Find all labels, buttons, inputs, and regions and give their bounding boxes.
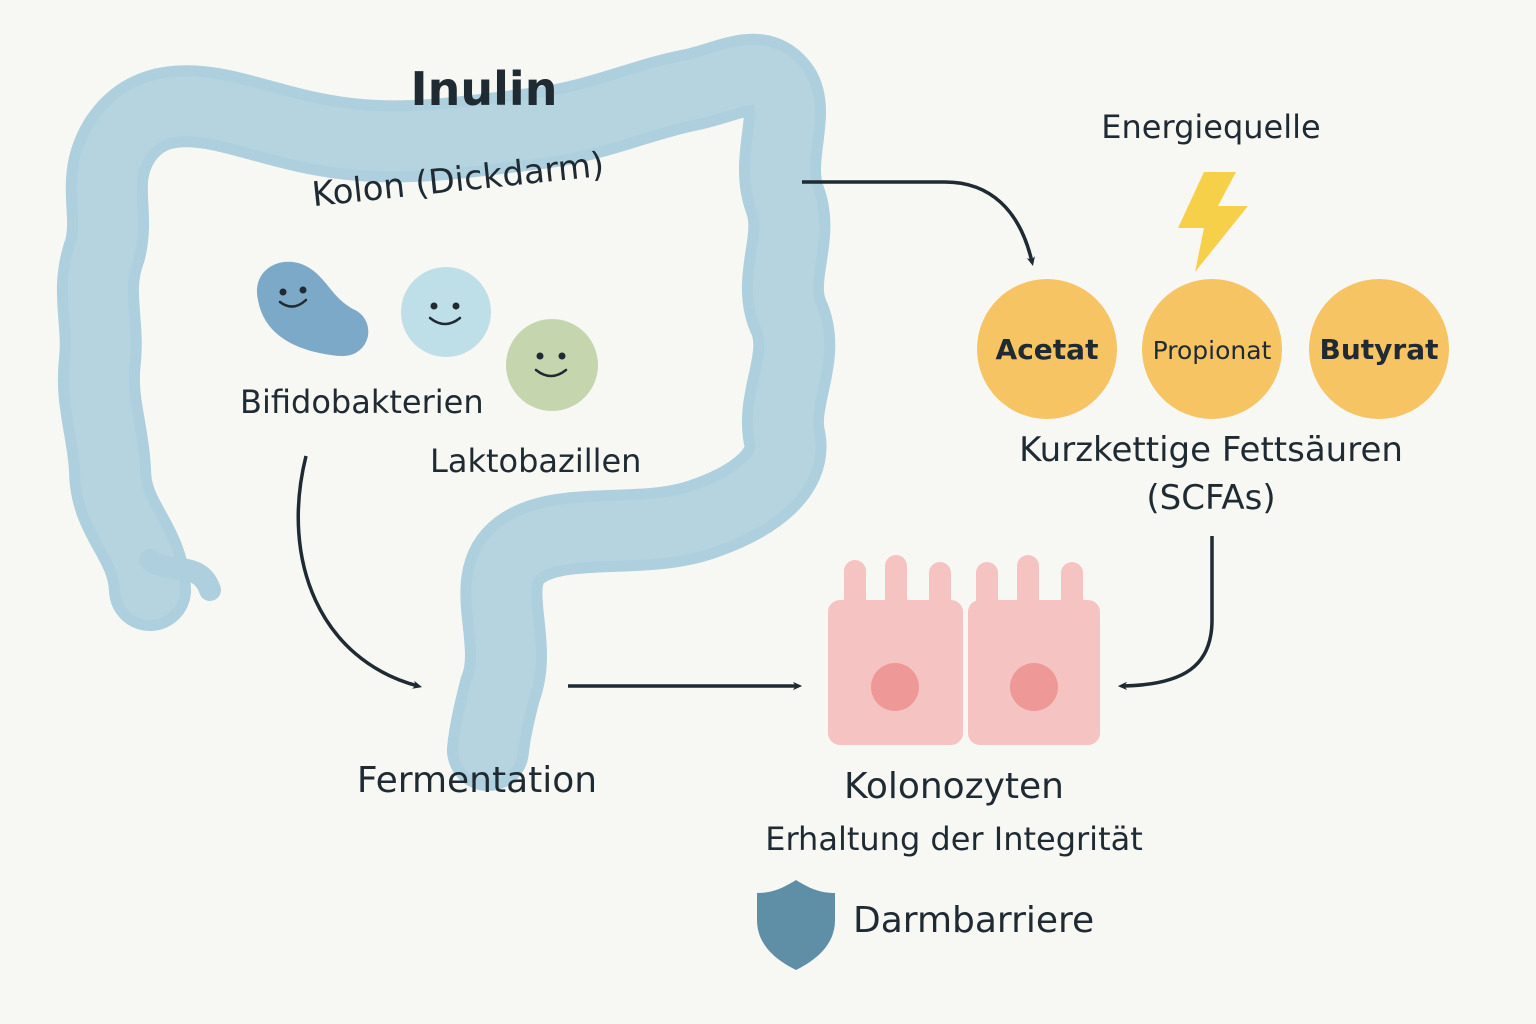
scfa-item-butyrat: Butyrat (1319, 333, 1439, 366)
colonocytes-label: Kolonozyten (844, 766, 1064, 807)
energy-source-label: Energiequelle (1101, 108, 1321, 146)
intestinal-barrier-label: Darmbarriere (853, 900, 1095, 941)
acetat-circle (977, 279, 1117, 419)
bacterium-round-icon (401, 267, 491, 357)
title-inulin: Inulin (410, 62, 558, 116)
arrow-colon-to-scfa (802, 180, 1035, 267)
colonocyte-cell-left (828, 555, 963, 745)
colonocytes-sublabel: Erhaltung der Integrität (765, 820, 1143, 858)
bifidobacterium-icon (256, 261, 369, 357)
colonocyte-cell-right (968, 555, 1100, 745)
lactobacillus-icon (506, 319, 598, 411)
laktobazillen-label: Laktobazillen (430, 442, 642, 480)
scfa-label: Kurzkettige Fettsäuren (1019, 430, 1403, 470)
butyrat-circle (1309, 279, 1449, 419)
colon-shape (56, 33, 836, 791)
scfa-abbrev-label: (SCFAs) (1146, 478, 1276, 518)
lightning-bolt-icon (1178, 172, 1248, 272)
arrow-scfa-to-colonocytes (1117, 536, 1214, 691)
scfa-item-propionat: Propionat (1152, 336, 1272, 365)
fermentation-label: Fermentation (356, 760, 598, 801)
bifidobakterien-label: Bifidobakterien (240, 383, 484, 421)
scfa-item-acetat: Acetat (995, 333, 1099, 366)
arrow-bacteria-to-fermentation (296, 455, 423, 689)
shield-icon (757, 880, 835, 970)
propionat-circle (1142, 279, 1282, 419)
